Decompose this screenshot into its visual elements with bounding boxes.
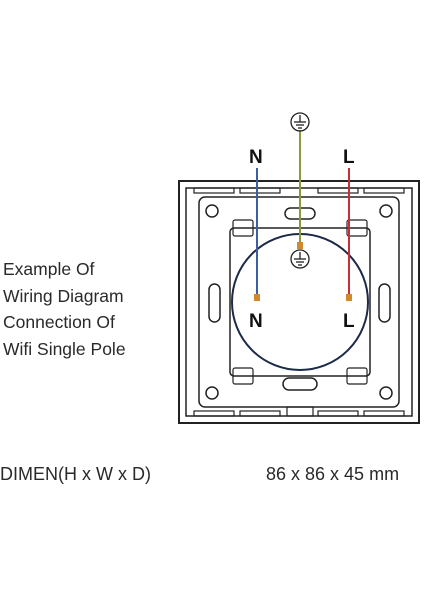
caption-line: Example Of [3,259,95,279]
neutral-inner-label: N [249,311,263,332]
corner-holes [205,204,393,400]
dimensions-value: 86 x 86 x 45 mm [266,464,400,484]
neutral-terminal [254,294,260,301]
frame-top-detail [193,187,405,194]
live-top-label: L [343,147,355,168]
frame-bottom-detail [193,406,405,417]
caption-line: Wiring Diagram [3,285,124,306]
ground-icon [290,112,310,132]
mechanism-clips [232,219,368,385]
neutral-top-label: N [249,147,263,168]
ground-icon [290,249,310,269]
live-inner-label: L [343,311,355,332]
diagram-caption: Example Of Wiring Diagram Connection Of … [3,256,173,362]
earth-terminal [297,242,303,249]
live-terminal [346,294,352,301]
dimensions-label: DIMEN(H x W x D) [0,464,151,484]
caption-line: Connection Of [3,312,115,332]
caption-line: Wifi Single Pole [3,338,126,359]
